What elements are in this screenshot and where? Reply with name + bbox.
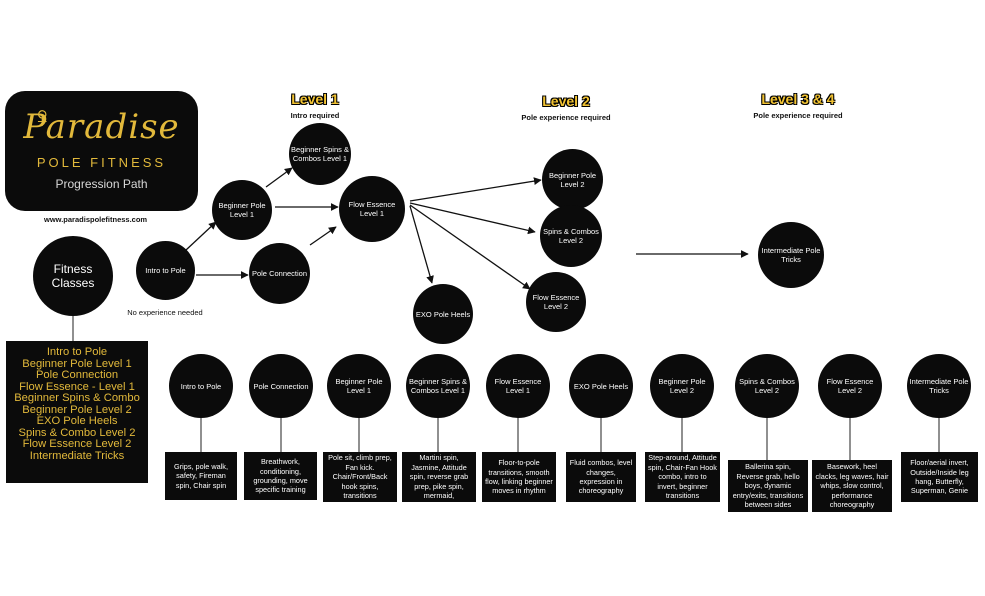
- class-list-item: Beginner Spins & Combo: [14, 392, 140, 404]
- no-experience-note: No experience needed: [127, 308, 203, 317]
- level-1-sub: Intro required: [290, 111, 340, 120]
- logo-title: Paradise: [23, 107, 180, 147]
- node-intro-to-pole: Intro to Pole: [136, 241, 195, 300]
- class-list-item: Intermediate Tricks: [29, 449, 125, 462]
- bottom-node-spins-combos-2: Spins & Combos Level 2: [735, 354, 799, 418]
- node-beginner-pole-2: Beginner Pole Level 2: [542, 149, 603, 210]
- level-2-title: Level 2: [542, 93, 590, 109]
- arrow-flow1-exo: [409, 205, 434, 284]
- dancer-icon: ♀: [31, 101, 54, 134]
- bottom-node-flow-essence-2: Flow Essence Level 2: [818, 354, 882, 418]
- node-spins-combos-2: Spins & Combos Level 2: [540, 205, 602, 267]
- class-list-item: EXO Pole Heels: [36, 415, 118, 427]
- desc-spins-combos-2: Ballerina spin, Reverse grab, hello boys…: [728, 460, 808, 512]
- class-list-item: Flow Essence - Level 1: [19, 380, 135, 393]
- class-list-item: Beginner Pole Level 1: [22, 357, 132, 370]
- node-flow-essence-1: Flow Essence Level 1: [339, 176, 405, 242]
- node-pole-connection: Pole Connection: [249, 243, 310, 304]
- arrow-flow1-flow2: [409, 204, 531, 290]
- arrow-conn-flow1: [309, 226, 337, 246]
- website-link[interactable]: www.paradispolefitness.com: [44, 215, 148, 224]
- class-list-box: Intro to Pole Beginner Pole Level 1 Pole…: [6, 341, 148, 483]
- class-list-item: Intro to Pole: [46, 346, 108, 358]
- bottom-node-beginner-pole-2: Beginner Pole Level 2: [650, 354, 714, 418]
- class-list-item: Pole Connection: [35, 369, 119, 381]
- desc-flow-essence-1: Floor-to-pole transitions, smooth flow, …: [482, 452, 556, 502]
- class-list-item: Spins & Combo Level 2: [18, 426, 136, 439]
- desc-beginner-pole-1: Pole sit, climb prep, Fan kick. Chair/Fr…: [323, 452, 397, 502]
- level-1-title: Level 1: [291, 91, 339, 107]
- desc-exo-pole-heels: Fluid combos, level changes, expression …: [566, 452, 636, 502]
- arrow-bp1-bspins: [265, 167, 293, 188]
- node-beginner-pole-1: Beginner Pole Level 1: [212, 180, 272, 240]
- arrow-flow1-bp2: [409, 177, 542, 202]
- class-list-item: Flow Essence Level 2: [22, 438, 132, 450]
- desc-intermediate-tricks: Floor/aerial invert, Outside/Inside leg …: [901, 452, 978, 502]
- desc-beginner-spins-1: Martini spin, Jasmine, Attitude spin, re…: [402, 452, 476, 502]
- bottom-node-beginner-pole-1: Beginner Pole Level 1: [327, 354, 391, 418]
- bottom-node-flow-essence-1: Flow Essence Level 1: [486, 354, 550, 418]
- level-3-4-sub: Pole experience required: [753, 111, 843, 120]
- desc-pole-connection: Breathwork, conditioning, grounding, mov…: [244, 452, 317, 500]
- desc-intro-to-pole: Grips, pole walk, safety, Fireman spin, …: [165, 452, 237, 500]
- node-flow-essence-2: Flow Essence Level 2: [526, 272, 586, 332]
- bottom-node-pole-connection: Pole Connection: [249, 354, 313, 418]
- bottom-node-intro-to-pole: Intro to Pole: [169, 354, 233, 418]
- level-2-sub: Pole experience required: [521, 113, 611, 122]
- bottom-node-exo-pole-heels: EXO Pole Heels: [569, 354, 633, 418]
- arrow-flow1-spins2: [409, 202, 536, 235]
- bottom-node-intermediate-tricks: Intermediate Pole Tricks: [907, 354, 971, 418]
- arrow-intro-bp1: [185, 221, 217, 251]
- desc-beginner-pole-2: Step-around, Attitude spin, Chair-Fan Ho…: [645, 452, 720, 502]
- class-list: Intro to Pole Beginner Pole Level 1 Pole…: [6, 341, 148, 462]
- fitness-classes-node: Fitness Classes: [33, 236, 113, 316]
- node-beginner-spins-1: Beginner Spins & Combos Level 1: [289, 123, 351, 185]
- class-list-item: Beginner Pole Level 2: [22, 403, 132, 416]
- node-exo-pole-heels: EXO Pole Heels: [413, 284, 473, 344]
- level-3-4-title: Level 3 & 4: [761, 91, 835, 107]
- logo-path-label: Progression Path: [55, 177, 148, 191]
- logo-subtitle: POLE FITNESS: [36, 155, 167, 170]
- logo-panel: ♀ Paradise POLE FITNESS Progression Path: [5, 91, 198, 211]
- node-intermediate-pole-tricks: Intermediate Pole Tricks: [758, 222, 824, 288]
- desc-flow-essence-2: Basework, heel clacks, leg waves, hair w…: [812, 460, 892, 512]
- bottom-node-beginner-spins-1: Beginner Spins & Combos Level 1: [406, 354, 470, 418]
